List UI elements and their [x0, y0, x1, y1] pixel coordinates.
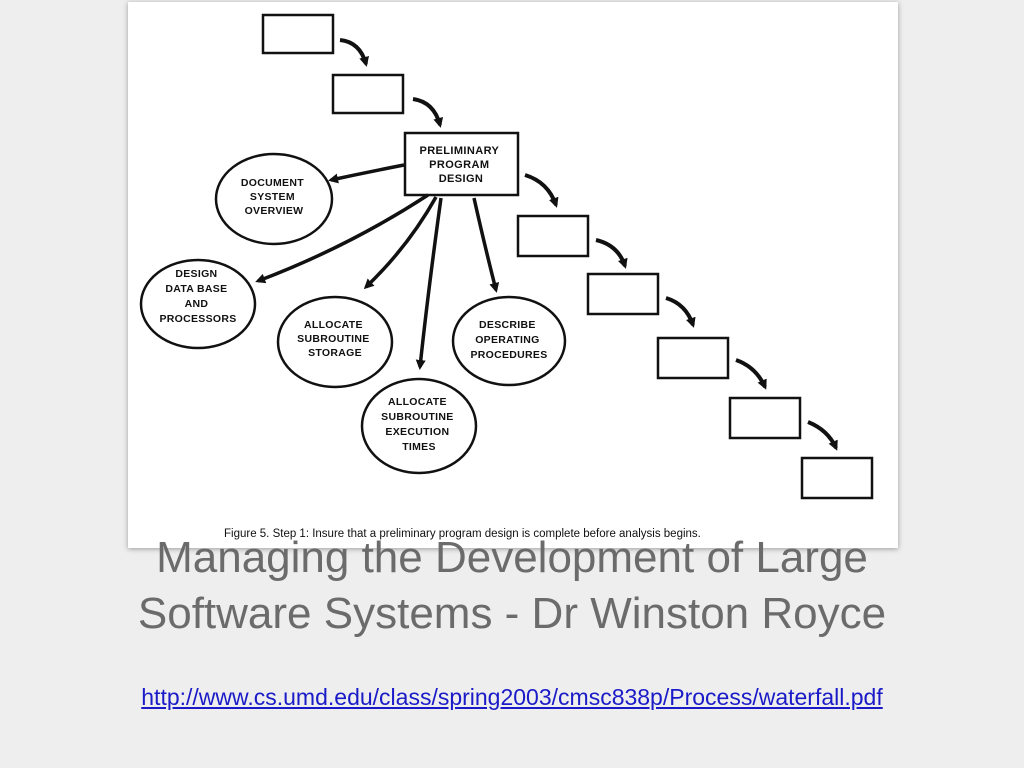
branch-arrow-procedures	[472, 197, 500, 293]
step-box-5	[586, 272, 660, 316]
step-box-6	[656, 336, 730, 380]
svg-text:ALLOCATE SUBROUTINE: ALLOCATE SUBROUTINE STORAGE	[297, 319, 373, 359]
document-line-2: SYSTEM	[250, 191, 295, 203]
svg-text:ALLOCATE SUBROUTINE: ALLOCATE SUBROUTINE EXECUTION TIMES	[381, 396, 457, 453]
storage-line-3: STORAGE	[308, 347, 362, 359]
center-box-line-3: DESIGN	[439, 173, 484, 185]
waterfall-arrow-6	[735, 358, 767, 390]
svg-text:DESCRIBE OPERATING: DESCRIBE OPERATING PROCEDURES	[470, 319, 547, 361]
storage-line-1: ALLOCATE	[304, 319, 363, 331]
waterfall-diagram: PRELIMINARY PROGRAM DESIGN DOCUMENT SYST…	[139, 13, 874, 540]
ellipse-design-database-processors	[139, 258, 257, 350]
ellipse-allocate-subroutine-execution-times	[360, 377, 478, 475]
step-box-2	[331, 73, 405, 115]
waterfall-arrow-3	[524, 173, 559, 208]
step-box-8	[800, 456, 874, 500]
step-box-4	[516, 214, 590, 258]
waterfall-arrow-1	[339, 38, 369, 67]
figure-caption: Figure 5. Step 1: Insure that a prelimin…	[224, 528, 701, 540]
database-line-3: AND	[185, 298, 209, 310]
ellipse-describe-operating-procedures	[451, 295, 567, 387]
svg-text:DOCUMENT SYSTEM OV: DOCUMENT SYSTEM OVERVIEW	[241, 177, 307, 217]
execution-line-3: EXECUTION	[385, 426, 449, 438]
slide-title: Managing the Development of Large Softwa…	[137, 533, 887, 638]
svg-text:DESIGN DATA BASE A: DESIGN DATA BASE AND PROCESSORS	[159, 268, 236, 325]
waterfall-arrow-7	[807, 420, 838, 451]
branch-arrow-storage	[363, 196, 438, 290]
step-box-1	[261, 13, 335, 55]
branch-arrow-database	[255, 193, 429, 284]
waterfall-arrow-5	[665, 296, 696, 328]
ellipse-allocate-subroutine-storage	[276, 295, 394, 389]
procedures-line-2: OPERATING	[475, 334, 539, 346]
preliminary-program-design-box	[403, 131, 520, 197]
database-line-1: DESIGN	[175, 268, 217, 280]
center-box-line-2: PROGRAM	[429, 159, 489, 171]
storage-line-2: SUBROUTINE	[297, 333, 369, 345]
branch-arrow-execution	[415, 197, 443, 370]
source-link[interactable]: http://www.cs.umd.edu/class/spring2003/c…	[141, 684, 883, 710]
document-line-3: OVERVIEW	[245, 205, 304, 217]
procedures-line-1: DESCRIBE	[479, 319, 536, 331]
execution-line-1: ALLOCATE	[388, 396, 447, 408]
execution-line-2: SUBROUTINE	[381, 411, 453, 423]
procedures-line-3: PROCEDURES	[470, 349, 547, 361]
center-box-line-1: PRELIMINARY	[419, 145, 499, 157]
execution-line-4: TIMES	[402, 441, 436, 453]
branch-arrow-document	[328, 163, 405, 184]
database-line-4: PROCESSORS	[159, 313, 236, 325]
document-line-1: DOCUMENT	[241, 177, 304, 189]
waterfall-figure: PRELIMINARY PROGRAM DESIGN DOCUMENT SYST…	[128, 2, 898, 548]
waterfall-arrow-4	[595, 238, 628, 269]
svg-text:PRELIMINARY PROGRAM: PRELIMINARY PROGRAM DESIGN	[419, 145, 502, 185]
ellipse-document-system-overview	[214, 152, 334, 246]
database-line-2: DATA BASE	[165, 283, 227, 295]
waterfall-arrow-2	[412, 97, 444, 128]
step-box-7	[728, 396, 802, 440]
